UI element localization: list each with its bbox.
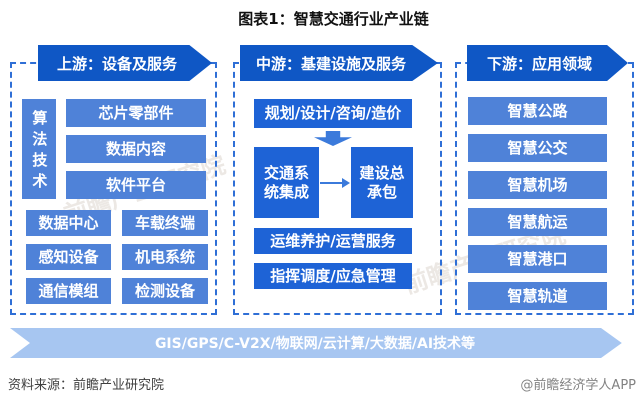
node-traffic-system-integration: 交通系统集成: [254, 147, 319, 218]
midstream-header: 中游：基建设施及服务: [240, 45, 438, 81]
node-smart-bus: 智慧公交: [468, 134, 607, 162]
node-construction-general-contracting: 建设总承包: [351, 147, 413, 218]
node-electromechanical-system: 机电系统: [122, 244, 208, 270]
right-arrow-icon: [320, 178, 350, 188]
upstream-header: 上游：设备及服务: [38, 45, 212, 81]
node-data-content: 数据内容: [66, 135, 206, 163]
credit-note: @前瞻经济学人APP: [520, 378, 636, 393]
source-note: 资料来源：前瞻产业研究院: [8, 378, 165, 393]
node-operation-maintenance-services: 运维养护/运营服务: [254, 228, 412, 254]
node-smart-airport: 智慧机场: [468, 171, 607, 199]
downstream-header: 下游：应用领域: [467, 45, 628, 81]
technology-banner-label: GIS/GPS/C-V2X/物联网/云计算/大数据/AI技术等: [154, 336, 476, 352]
node-algorithm-tech: 算法技术: [22, 99, 56, 199]
node-software-platform: 软件平台: [66, 171, 206, 199]
node-command-dispatch-emergency-management: 指挥调度/应急管理: [254, 263, 412, 289]
node-communication-module: 通信模组: [26, 278, 111, 304]
node-smart-shipping: 智慧航运: [468, 208, 607, 236]
node-chip-components: 芯片零部件: [66, 99, 206, 127]
node-smart-highway: 智慧公路: [468, 97, 607, 125]
node-testing-equipment: 检测设备: [122, 278, 208, 304]
node-sensing-device: 感知设备: [26, 244, 111, 270]
figure-title: 图表1：智慧交通行业产业链: [238, 10, 429, 28]
node-planning-design-consulting-pricing: 规划/设计/咨询/造价: [254, 99, 412, 128]
node-smart-port: 智慧港口: [468, 245, 607, 273]
node-data-center: 数据中心: [26, 210, 111, 236]
technology-banner: GIS/GPS/C-V2X/物联网/云计算/大数据/AI技术等: [10, 328, 622, 358]
node-vehicle-terminal: 车载终端: [122, 210, 208, 236]
node-smart-rail: 智慧轨道: [468, 282, 607, 310]
